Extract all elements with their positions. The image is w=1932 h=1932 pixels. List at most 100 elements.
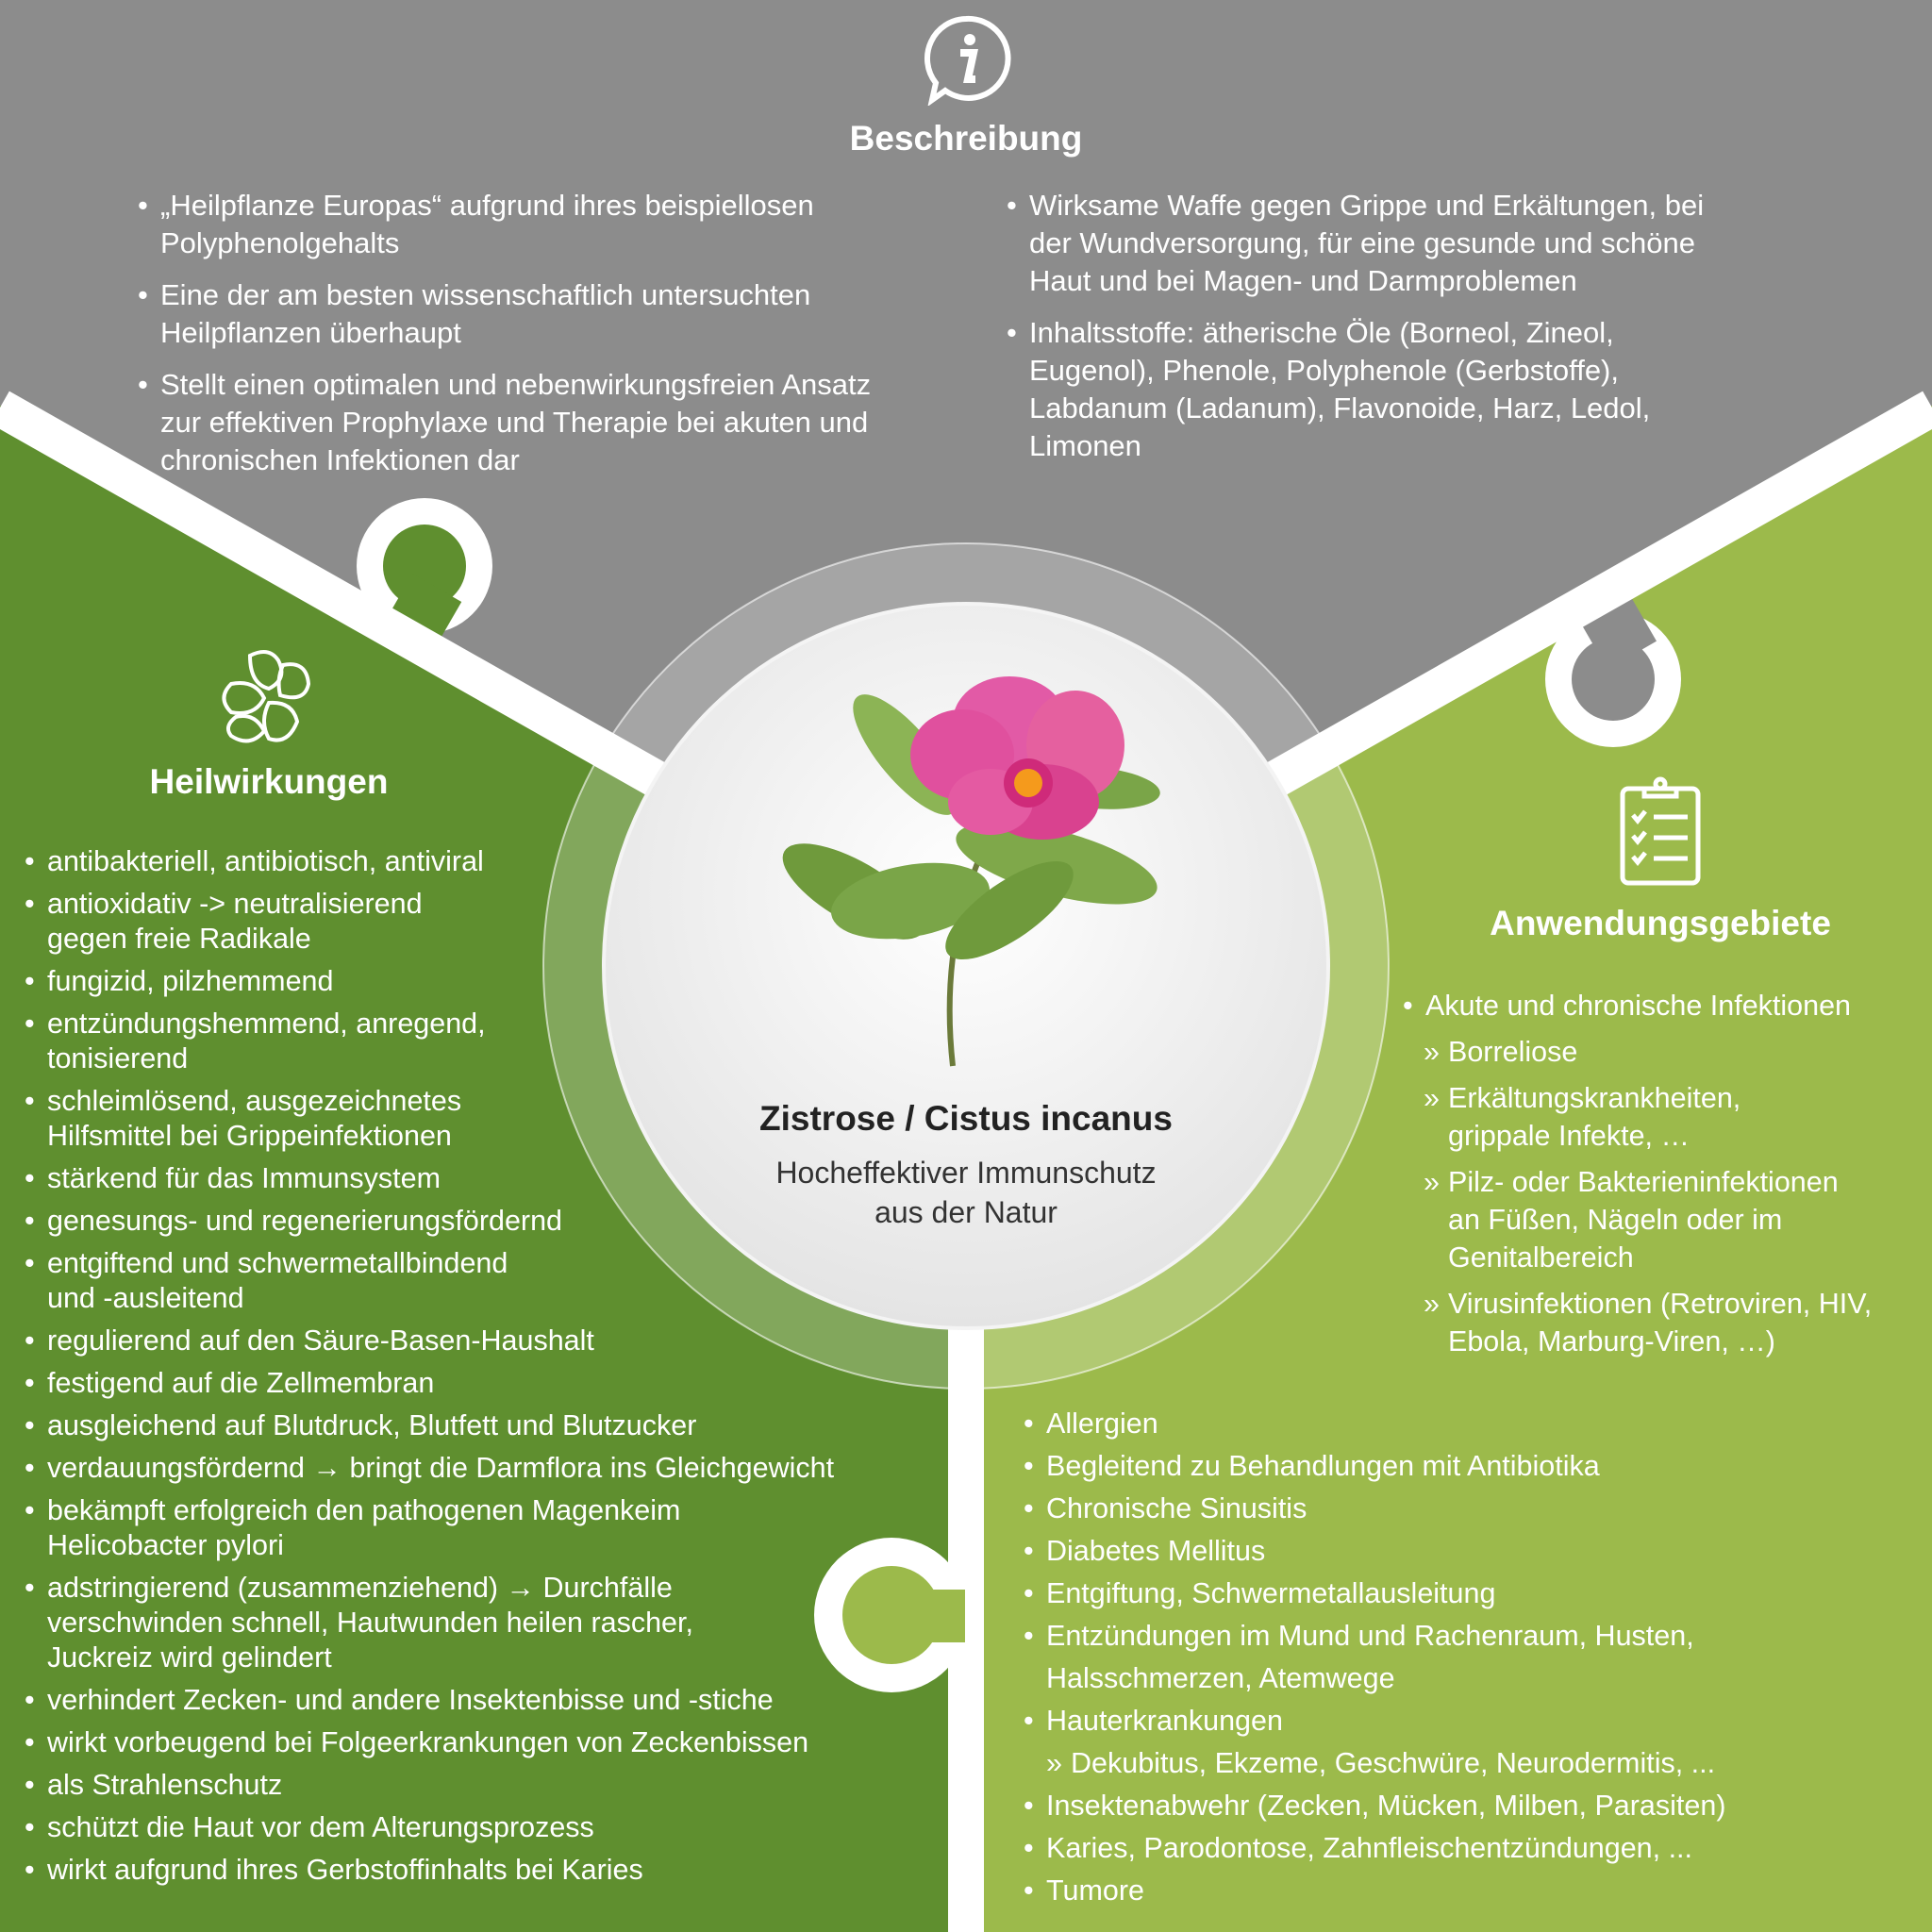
list-item-text: Akute und chronische Infektionen	[1425, 990, 1852, 1022]
list-item: •schützt die Haut vor dem Alterungsproze…	[25, 1810, 953, 1845]
list-item: •wirkt aufgrund ihres Gerbstoffinhalts b…	[25, 1853, 953, 1888]
list-item-text: Entzündungen im Mund und Rachenraum, Hus…	[1046, 1620, 1694, 1694]
list-item: • entzündungshemmend, anregend, tonisiere…	[25, 1007, 953, 1076]
puzzle-knob-left-fill	[383, 525, 466, 608]
list-item-text: adstringierend (zusammenziehend) → Durch…	[47, 1572, 693, 1674]
list-item-text: Virusinfektionen (Retroviren, HIV, Ebola…	[1448, 1288, 1873, 1357]
effects-list: •antibakteriell, antibiotisch, antiviral…	[25, 844, 953, 1895]
list-item-text: schleimlösend, ausgezeichnetes Hilfsmitt…	[47, 1085, 462, 1152]
bullet-icon: •	[25, 1452, 35, 1484]
list-item-text: Karies, Parodontose, Zahnfleischentzündu…	[1046, 1832, 1692, 1864]
list-item: •Entzündungen im Mund und Rachenraum, Hu…	[1024, 1615, 1914, 1700]
bullet-icon: •	[25, 1008, 35, 1040]
puzzle-knob-right-fill	[1572, 638, 1655, 721]
list-item-text: Chronische Sinusitis	[1046, 1492, 1307, 1524]
bullet-icon: •	[1007, 316, 1017, 349]
list-item-text: bekämpft erfolgreich den pathogenen Mage…	[47, 1494, 681, 1561]
list-subitem: » Dekubitus, Ekzeme, Geschwüre, Neuroderm…	[1046, 1742, 1914, 1785]
bullet-icon: •	[25, 1769, 35, 1801]
bullet-icon: •	[25, 1085, 35, 1117]
bullet-icon: •	[25, 1494, 35, 1526]
list-item-text: schützt die Haut vor dem Alterungsprozes…	[47, 1811, 594, 1843]
list-item: •„Heilpflanze Europas“ aufgrund ihres be…	[138, 187, 972, 262]
list-item: • Allergien	[1024, 1403, 1914, 1445]
list-item-text: verhindert Zecken- und andere Insektenbi…	[47, 1684, 774, 1716]
clipboard-checklist-icon	[1618, 775, 1703, 887]
list-item-text: Stellt einen optimalen und nebenwirkungs…	[160, 368, 872, 476]
info-speech-bubble-icon	[919, 11, 1013, 107]
list-item: •festigend auf die Zellmembran	[25, 1366, 953, 1401]
description-title: Beschreibung	[849, 119, 1083, 158]
list-subitem: »Borreliose	[1424, 1033, 1916, 1071]
list-item-text: fungizid, pilzhemmend	[47, 965, 334, 997]
list-item-text: Begleitend zu Behandlungen mit Antibioti…	[1046, 1450, 1600, 1482]
list-item-text: als Strahlenschutz	[47, 1769, 283, 1801]
bullet-icon: •	[25, 1409, 35, 1441]
list-item: • verhindert Zecken- und andere Insektenb…	[25, 1683, 953, 1718]
effects-title: Heilwirkungen	[149, 762, 389, 801]
bullet-icon: •	[1007, 189, 1017, 222]
list-item: •Eine der am besten wissenschaftlich unt…	[138, 276, 972, 352]
list-item: •Karies, Parodontose, Zahnfleischentzünd…	[1024, 1827, 1914, 1870]
list-item-text: Insektenabwehr (Zecken, Mücken, Milben, …	[1046, 1790, 1726, 1822]
list-item: • Chronische Sinusitis	[1024, 1488, 1914, 1530]
list-item-text: ausgleichend auf Blutdruck, Blutfett und…	[47, 1409, 697, 1441]
list-item-text: Allergien	[1046, 1407, 1158, 1440]
bullet-icon: •	[25, 1324, 35, 1357]
list-item: •Wirksame Waffe gegen Grippe und Erkältu…	[1007, 187, 1878, 300]
list-item-text: Dekubitus, Ekzeme, Geschwüre, Neurodermi…	[1071, 1747, 1716, 1779]
list-item: •adstringierend (zusammenziehend) → Durc…	[25, 1571, 953, 1675]
list-item: • verdauungsfördernd → bringt die Darmflo…	[25, 1451, 953, 1486]
list-item: •antioxidativ -> neutralisierend gegen f…	[25, 887, 953, 957]
applications-title: Anwendungsgebiete	[1490, 904, 1831, 942]
list-item: • Stellt einen optimalen und nebenwirkung…	[138, 366, 972, 479]
bullet-icon: •	[1024, 1790, 1034, 1822]
bullet-icon: •	[25, 1205, 35, 1237]
list-item-text: entgiftend und schwermetallbindend und -…	[47, 1247, 508, 1314]
bullet-icon: •	[1024, 1407, 1034, 1440]
bullet-icon: •	[25, 1684, 35, 1716]
chevron-bullet-icon: »	[1424, 1036, 1440, 1068]
bullet-icon: •	[25, 1367, 35, 1399]
bullet-icon: •	[25, 1162, 35, 1194]
list-item-text: Borreliose	[1448, 1036, 1578, 1068]
list-item: •Inhaltsstoffe: ätherische Öle (Borneol,…	[1007, 314, 1878, 465]
list-item-text: wirkt vorbeugend bei Folgeerkrankungen v…	[47, 1726, 809, 1758]
chevron-bullet-icon: »	[1046, 1747, 1062, 1779]
list-item-text: Erkältungskrankheiten, grippale Infekte,…	[1448, 1082, 1741, 1152]
list-item: • stärkend für das Immunsystem	[25, 1161, 953, 1196]
list-item: •Begleitend zu Behandlungen mit Antibiot…	[1024, 1445, 1914, 1488]
list-item-text: stärkend für das Immunsystem	[47, 1162, 441, 1194]
chevron-bullet-icon: »	[1424, 1166, 1440, 1198]
bullet-icon: •	[1024, 1492, 1034, 1524]
bullet-icon: •	[138, 189, 148, 222]
list-subitem: »Erkältungskrankheiten, grippale Infekte…	[1424, 1079, 1916, 1155]
effects-region	[0, 406, 966, 1932]
description-list-right: •Wirksame Waffe gegen Grippe und Erkältu…	[1007, 187, 1878, 479]
list-item-text: regulierend auf den Säure-Basen-Haushalt	[47, 1324, 594, 1357]
puzzle-knob-bottom-neck	[920, 1590, 965, 1642]
bullet-icon: •	[25, 1247, 35, 1279]
list-item: •Akute und chronische Infektionen	[1403, 987, 1916, 1024]
center-title: Zistrose / Cistus incanus	[759, 1099, 1173, 1138]
list-item: •Tumore	[1024, 1870, 1914, 1912]
bullet-icon: •	[1024, 1577, 1034, 1609]
list-item-text: verdauungsfördernd → bringt die Darmflor…	[47, 1452, 835, 1484]
list-item-text: Hauterkrankungen	[1046, 1705, 1283, 1737]
bullet-icon: •	[138, 368, 148, 401]
list-item: • wirkt vorbeugend bei Folgeerkrankungen …	[25, 1725, 953, 1760]
description-region	[0, 0, 1932, 953]
flower-outline-icon	[212, 646, 325, 750]
center-subtitle: Hocheffektiver Immunschutz aus der Natur	[775, 1156, 1157, 1229]
list-item: •fungizid, pilzhemmend	[25, 964, 953, 999]
list-item: • ausgleichend auf Blutdruck, Blutfett un…	[25, 1408, 953, 1443]
list-item: •antibakteriell, antibiotisch, antiviral	[25, 844, 953, 879]
description-list-left: •„Heilpflanze Europas“ aufgrund ihres be…	[138, 187, 972, 493]
list-item-text: Eine der am besten wissenschaftlich unte…	[160, 278, 811, 349]
bullet-icon: •	[25, 1726, 35, 1758]
list-item-text: Entgiftung, Schwermetallausleitung	[1046, 1577, 1496, 1609]
chevron-bullet-icon: »	[1424, 1082, 1440, 1114]
list-item-text: entzündungshemmend, anregend, tonisieren…	[47, 1008, 486, 1074]
applications-more-list: •Allergien•Begleitend zu Behandlungen mi…	[1024, 1403, 1914, 1912]
